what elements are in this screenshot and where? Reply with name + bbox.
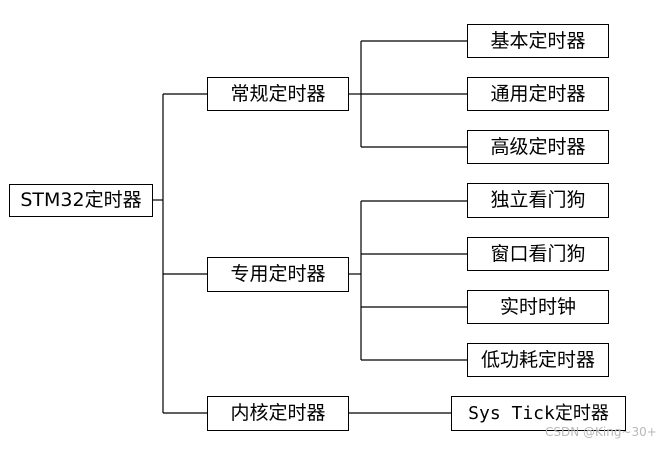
leaf-node-window-watchdog: 窗口看门狗 xyxy=(467,237,609,271)
leaf-label: 实时时钟 xyxy=(499,295,576,318)
leaf-node-advanced-timer: 高级定时器 xyxy=(467,130,609,164)
group-node-core: 内核定时器 xyxy=(207,396,349,431)
group-label: 常规定时器 xyxy=(230,82,326,105)
leaf-label: 窗口看门狗 xyxy=(490,242,586,265)
root-label: STM32定时器 xyxy=(20,189,142,211)
leaf-label: 通用定时器 xyxy=(490,82,586,105)
leaf-label: 低功耗定时器 xyxy=(480,348,595,371)
group-label: 内核定时器 xyxy=(230,402,326,424)
watermark: CSDN @King~30+ xyxy=(545,425,657,439)
leaf-label: 基本定时器 xyxy=(490,29,586,52)
leaf-label: Sys Tick定时器 xyxy=(468,402,609,424)
leaf-node-basic-timer: 基本定时器 xyxy=(467,24,609,58)
leaf-node-independent-watchdog: 独立看门狗 xyxy=(467,183,609,218)
leaf-node-general-timer: 通用定时器 xyxy=(467,77,609,111)
leaf-node-systick-timer: Sys Tick定时器 xyxy=(451,396,626,431)
group-node-dedicated: 专用定时器 xyxy=(207,257,349,292)
group-node-regular: 常规定时器 xyxy=(207,77,349,111)
leaf-label: 独立看门狗 xyxy=(490,189,586,211)
group-label: 专用定时器 xyxy=(230,263,326,285)
leaf-label: 高级定时器 xyxy=(490,135,586,158)
root-node: STM32定时器 xyxy=(9,184,153,217)
leaf-node-low-power-timer: 低功耗定时器 xyxy=(467,343,609,377)
leaf-node-rtc: 实时时钟 xyxy=(467,290,609,324)
